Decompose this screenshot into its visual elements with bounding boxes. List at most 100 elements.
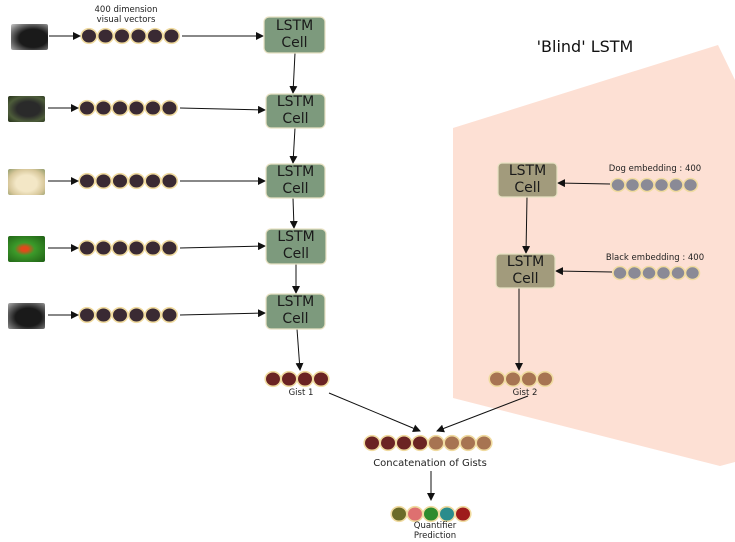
visual-vector-node xyxy=(162,308,178,323)
visual-vector-node xyxy=(162,174,178,189)
visual-vector-node xyxy=(79,308,95,323)
concatenated-gists-node xyxy=(380,436,396,451)
visual-vector-node xyxy=(129,101,145,116)
visual-vector-node xyxy=(145,308,161,323)
black-embedding-node xyxy=(657,267,671,280)
visual-vector-node xyxy=(145,241,161,256)
dog-embedding-node xyxy=(640,179,654,192)
concatenated-gists-node xyxy=(444,436,460,451)
gist2-node xyxy=(537,372,553,387)
quantifier xyxy=(391,507,471,522)
blind-lstm-title: 'Blind' LSTM xyxy=(520,37,650,56)
visual-vector-node xyxy=(112,101,128,116)
arrow-lstm2-lstm3 xyxy=(293,128,295,163)
visual-vector-node xyxy=(164,29,180,44)
arrow-lstm3-lstm4 xyxy=(293,198,294,228)
quantifier-node xyxy=(391,507,407,522)
black-embedding-node xyxy=(642,267,656,280)
concatenated-gists-node xyxy=(460,436,476,451)
visual-vector-node xyxy=(98,29,114,44)
arrow-vector4-lstm xyxy=(180,246,265,248)
visual-vector-node xyxy=(112,174,128,189)
gist2-node xyxy=(521,372,537,387)
visual-vector-node xyxy=(162,241,178,256)
visual-vector-node xyxy=(129,174,145,189)
visual-vector-node xyxy=(145,101,161,116)
black-embedding-node xyxy=(613,267,627,280)
lstm-label: LSTM Cell xyxy=(266,94,325,128)
quantifier-node xyxy=(439,507,455,522)
lstm-label: LSTM Cell xyxy=(266,229,326,263)
dog-embedding-node xyxy=(626,179,640,192)
gist1-node xyxy=(265,372,281,387)
lstm-label: LSTM Cell xyxy=(266,164,325,198)
arrow-lstm1-lstm2 xyxy=(293,53,295,93)
visual-vector-node xyxy=(147,29,163,44)
gist1-node xyxy=(313,372,329,387)
black-embedding-node xyxy=(671,267,685,280)
visual-vector-node xyxy=(162,101,178,116)
visual-vector xyxy=(79,241,177,256)
arrow-vector5-lstm xyxy=(180,313,265,315)
gist1-node xyxy=(297,372,313,387)
quantifier-node xyxy=(407,507,423,522)
visual-vector-node xyxy=(96,241,112,256)
black-dog-icon xyxy=(11,24,48,50)
concatenated-gists-node xyxy=(412,436,428,451)
concatenated-gists-node xyxy=(364,436,380,451)
quantifier-label: Quantifier Prediction xyxy=(395,521,475,541)
gist1-label: Gist 1 xyxy=(276,388,326,398)
lstm-label: LSTM Cell xyxy=(264,18,325,52)
dog-embedding-label: Dog embedding : 400 xyxy=(600,164,710,174)
visual-vector-rows xyxy=(79,29,179,323)
blind-lstm-label: LSTM Cell xyxy=(498,163,557,197)
visual-vector-node xyxy=(81,29,97,44)
visual-vector xyxy=(81,29,179,44)
puppy-icon xyxy=(8,169,45,195)
visual-vector-node xyxy=(96,308,112,323)
arrow-lstm5-gist1 xyxy=(297,329,300,370)
gist1 xyxy=(265,372,329,387)
concat-label: Concatenation of Gists xyxy=(350,458,510,469)
dog-with-toy-icon xyxy=(8,96,45,122)
dog-embedding-node xyxy=(655,179,669,192)
visual-vector-node xyxy=(145,174,161,189)
green-frog-icon xyxy=(8,236,45,262)
black-embedding-node xyxy=(628,267,642,280)
arrow-gist1-concat xyxy=(329,393,420,431)
gist2-node xyxy=(505,372,521,387)
quantifier-node xyxy=(423,507,439,522)
visual-vector-node xyxy=(112,308,128,323)
black-embedding-node xyxy=(686,267,700,280)
concatenated-gists-node xyxy=(428,436,444,451)
visual-vector xyxy=(79,174,177,189)
gist2-label: Gist 2 xyxy=(500,388,550,398)
visual-vector-node xyxy=(79,174,95,189)
dog-embedding-node xyxy=(684,179,698,192)
visual-vector-node xyxy=(79,241,95,256)
blind-lstm-label: LSTM Cell xyxy=(496,254,555,288)
lstm-label: LSTM Cell xyxy=(266,294,325,328)
quantifier-node xyxy=(455,507,471,522)
visual-vector xyxy=(79,308,177,323)
visual-vector-node xyxy=(129,241,145,256)
black-embedding-label: Black embedding : 400 xyxy=(600,253,710,263)
concatenated-gists-node xyxy=(476,436,492,451)
visual-vector-node xyxy=(131,29,147,44)
concatenated-gists-node xyxy=(396,436,412,451)
visual-vector-node xyxy=(112,241,128,256)
visual-vector-label: 400 dimension visual vectors xyxy=(86,5,166,25)
arrow-vector2-lstm xyxy=(180,108,265,110)
visual-vector-node xyxy=(96,101,112,116)
dog-embedding-node xyxy=(611,179,625,192)
visual-vector xyxy=(79,101,177,116)
gist2-node xyxy=(489,372,505,387)
black-dog-icon xyxy=(8,303,45,329)
visual-vector-node xyxy=(96,174,112,189)
visual-vector-node xyxy=(114,29,130,44)
concatenated-gists xyxy=(364,436,492,451)
gist1-node xyxy=(281,372,297,387)
dog-embedding-node xyxy=(669,179,683,192)
visual-vector-node xyxy=(129,308,145,323)
visual-vector-node xyxy=(79,101,95,116)
